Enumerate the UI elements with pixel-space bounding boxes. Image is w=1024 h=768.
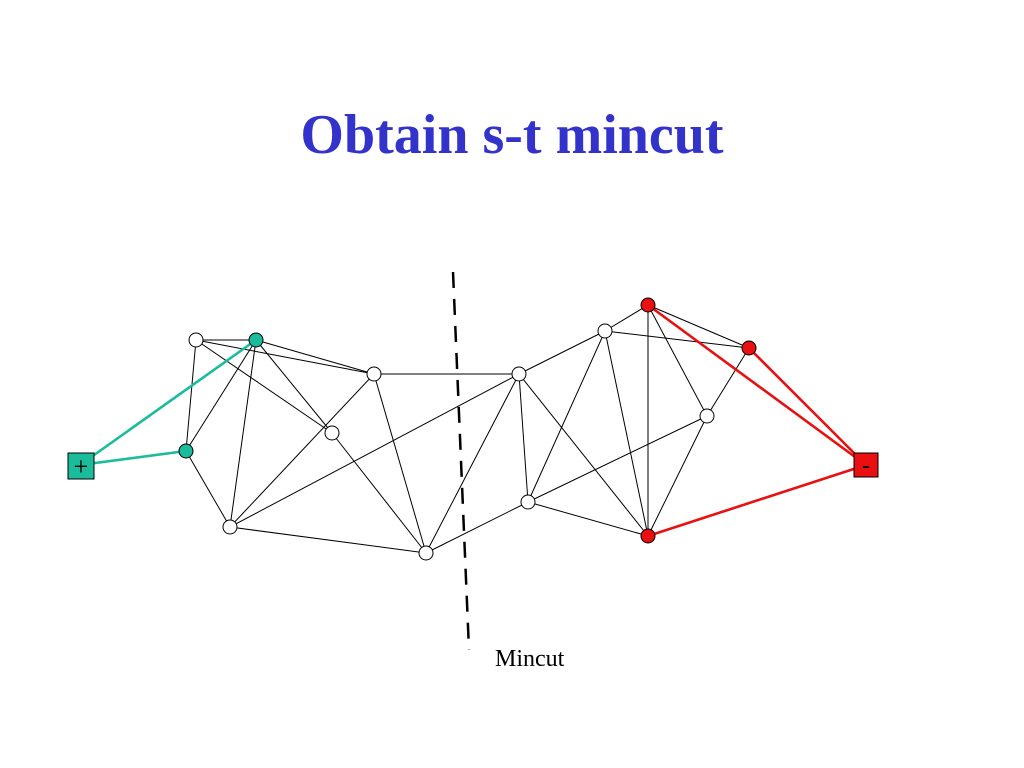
- sink-terminal: -: [853, 452, 879, 479]
- graph-node-n: [640, 528, 656, 544]
- edge-a-d: [195, 339, 333, 434]
- sink-terminal-symbol: -: [862, 453, 870, 479]
- edge-e-g: [373, 373, 427, 554]
- edge-e-f: [229, 373, 375, 528]
- edge-f-h: [229, 373, 520, 528]
- edge-b-c: [185, 339, 257, 452]
- graph-node-g: [418, 545, 434, 561]
- edge-b-e: [255, 339, 375, 375]
- graph-node-l: [741, 340, 757, 356]
- source-terminal-box: [67, 452, 95, 480]
- graph-edges: [185, 304, 750, 554]
- graph-node-b: [248, 332, 264, 348]
- edge-i-g: [425, 501, 529, 554]
- graph-node-j: [597, 323, 613, 339]
- graph-node-h: [511, 366, 527, 382]
- graph-node-d: [324, 425, 340, 441]
- mincut-line: [451, 271, 471, 651]
- terminal-edge-s-c: [79, 449, 187, 467]
- graph-node-m: [699, 408, 715, 424]
- edge-b-f: [229, 339, 257, 528]
- edge-a-c: [185, 339, 197, 452]
- terminal-edge-s-b: [79, 338, 257, 467]
- graph-nodes: [178, 297, 757, 561]
- edge-m-n: [647, 415, 708, 537]
- graph-node-k: [640, 297, 656, 313]
- terminal-edge-t-l: [748, 347, 867, 466]
- edge-h-j: [518, 330, 606, 375]
- edge-h-n: [518, 373, 649, 537]
- edge-d-g: [331, 432, 427, 554]
- terminal-edge-t-k: [647, 303, 867, 467]
- graph-node-i: [520, 494, 536, 510]
- graph-node-c: [178, 443, 194, 459]
- graph-node-f: [222, 519, 238, 535]
- source-terminal-symbol: +: [74, 452, 89, 481]
- edge-j-n: [604, 330, 649, 537]
- edge-j-k: [604, 304, 649, 332]
- terminal-edge-t-n: [647, 463, 867, 538]
- edge-i-n: [527, 501, 649, 537]
- slide-title: Obtain s-t mincut: [300, 104, 724, 166]
- mincut-label: Mincut: [495, 646, 565, 672]
- edge-k-m: [647, 304, 708, 417]
- graph-node-e: [366, 366, 382, 382]
- edge-h-i: [518, 373, 529, 503]
- edge-h-g: [425, 373, 520, 554]
- edge-c-f: [185, 450, 231, 528]
- edge-k-l: [647, 304, 750, 349]
- source-terminal: +: [67, 452, 95, 481]
- edge-f-g: [229, 526, 427, 554]
- terminal-edges: [79, 303, 867, 538]
- graph-node-a: [188, 332, 204, 348]
- edge-j-l: [604, 330, 750, 349]
- edge-i-m: [527, 415, 708, 503]
- edge-b-d: [255, 339, 333, 434]
- edge-l-m: [706, 347, 750, 417]
- sink-terminal-box: [853, 452, 879, 478]
- edge-a-e: [195, 339, 375, 375]
- edge-j-i: [527, 330, 606, 503]
